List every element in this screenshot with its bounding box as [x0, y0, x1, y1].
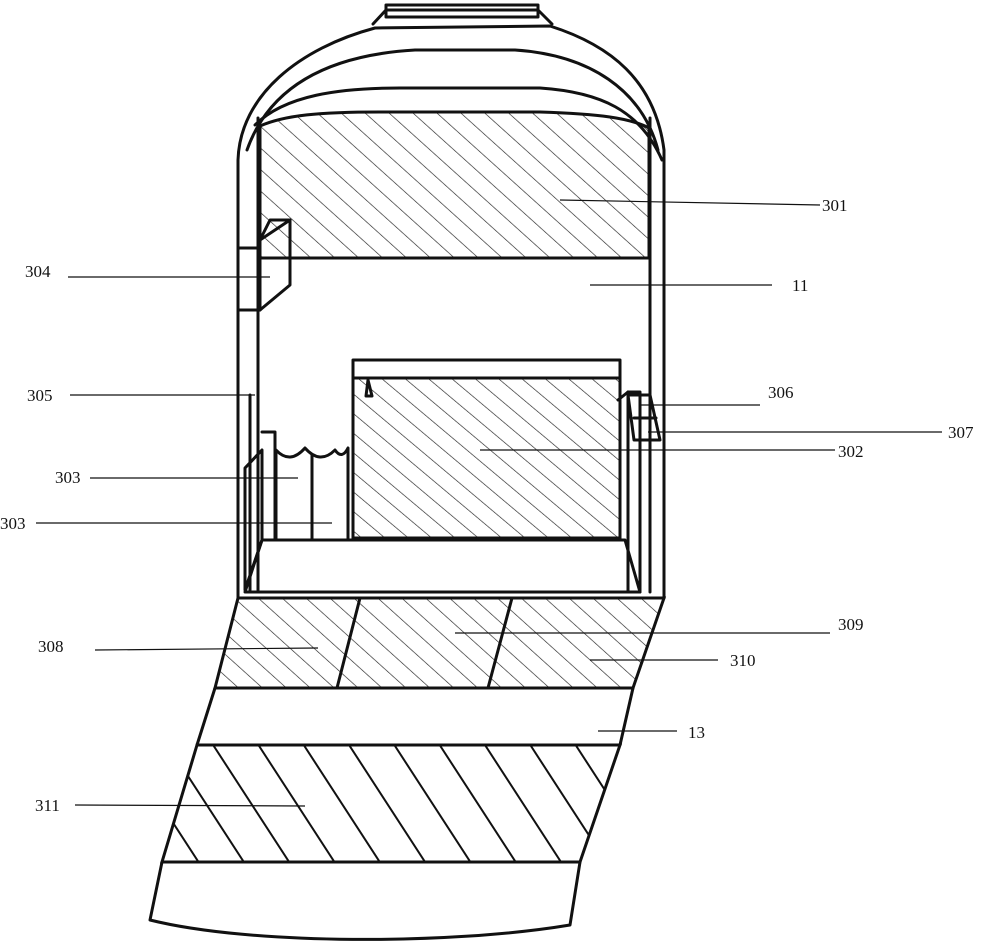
top-handle [373, 5, 552, 24]
label-309: 309 [838, 615, 864, 634]
storage-box-302 [353, 360, 620, 538]
bottle-holder-303 [245, 432, 348, 590]
label-11: 11 [792, 276, 808, 295]
label-301: 301 [822, 196, 848, 215]
label-305: 305 [27, 386, 53, 405]
label-311: 311 [35, 796, 60, 815]
label-306: 306 [768, 383, 794, 402]
label-304: 304 [25, 262, 51, 281]
label-307: 307 [948, 423, 974, 442]
label-303-lower: 303 [0, 514, 26, 533]
label-310: 310 [730, 651, 756, 670]
side-pocket-306 [618, 392, 660, 592]
label-13: 13 [688, 723, 705, 742]
label-308: 308 [38, 637, 64, 656]
compartment-floor [245, 540, 640, 592]
label-303-upper: 303 [55, 468, 81, 487]
label-302: 302 [838, 442, 864, 461]
upper-compartment-301 [260, 112, 649, 258]
